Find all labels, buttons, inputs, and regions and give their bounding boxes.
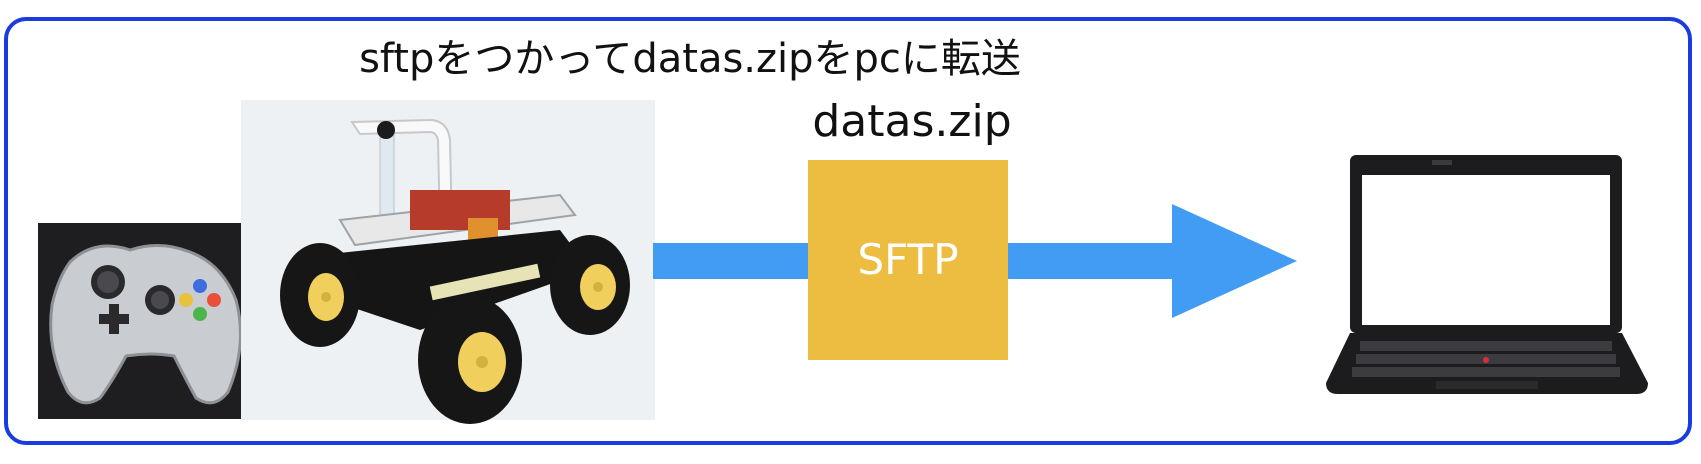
sftp-box <box>808 160 1008 360</box>
gamepad-icon <box>38 223 247 419</box>
diagram-caption: sftpをつかってdatas.zipをpcに転送 <box>359 36 1021 82</box>
sftp-node: SFTP <box>808 160 1008 360</box>
robot-car-icon <box>241 100 655 424</box>
file-label: datas.zip <box>812 96 1012 147</box>
diagram-frame <box>4 17 1692 445</box>
sftp-label: SFTP <box>857 235 959 284</box>
laptop-icon <box>1326 155 1648 394</box>
